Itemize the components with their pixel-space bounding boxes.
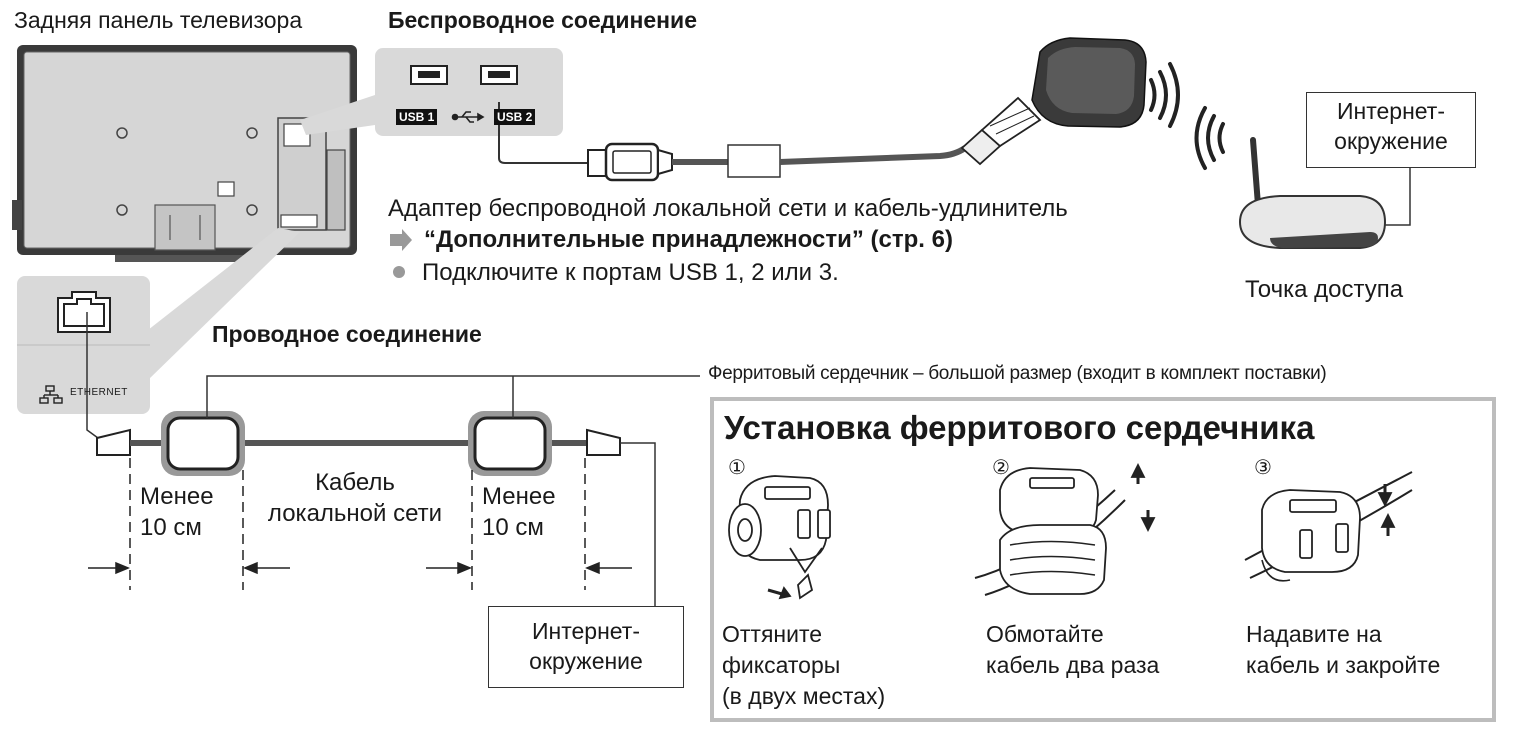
lan-cable-label: Кабель локальной сети [250, 467, 460, 529]
internet-environment-box-top: Интернет- окружение [1306, 92, 1476, 168]
adapter-description: Адаптер беспроводной локальной сети и ка… [388, 195, 1068, 222]
bullet-icon [393, 266, 405, 278]
connect-hint: Подключите к портам USB 1, 2 или 3. [422, 259, 839, 286]
wifi-signal-icon [1149, 62, 1180, 128]
step-3-text: Надавите на кабель и закройте [1246, 619, 1440, 681]
step-3-line1: Надавите на [1246, 621, 1382, 647]
ethernet-port-icon [57, 291, 111, 333]
ferrite-step3-illustration [1244, 471, 1413, 582]
step-2-line1: Обмотайте [986, 621, 1104, 647]
ferrite-callout: Ферритовый сердечник – большой размер (в… [708, 363, 1327, 384]
internet-env-bottom-line2: окружение [529, 647, 643, 674]
wireless-title: Беспроводное соединение [388, 7, 697, 33]
arrow-right-icon [390, 229, 412, 251]
internet-env-line1: Интернет- [1336, 98, 1445, 124]
ferrite-leader-lines [206, 375, 700, 418]
less-right-line1: Менее [482, 483, 556, 510]
step-1-line1: Оттяните [722, 621, 823, 647]
wireless-adapter-assembly [498, 37, 1180, 182]
ferrite-install-title: Установка ферритового сердечника [724, 409, 1315, 446]
step-2-line2: кабель два раза [986, 652, 1160, 679]
wired-title: Проводное соединение [212, 321, 482, 347]
usb1-label: USB 1 [396, 109, 438, 125]
internet-env-line2: окружение [1334, 127, 1448, 154]
internet-env-bottom-line1: Интернет- [531, 618, 640, 644]
less-left-line2: 10 см [140, 514, 202, 542]
lan-cable-line1: Кабель [315, 469, 395, 496]
usb-symbol-icon [451, 111, 485, 123]
ferrite-step1-illustration [728, 475, 831, 600]
accessories-reference: “Дополнительные принадлежности” (стр. 6) [424, 226, 953, 253]
step-2-text: Обмотайте кабель два раза [986, 619, 1159, 681]
lan-cable-line2: локальной сети [267, 500, 443, 528]
ethernet-label: ETHERNET [70, 387, 128, 398]
access-point-label: Точка доступа [1245, 276, 1404, 303]
screw-hole-icon [116, 127, 258, 216]
step-3-number: ③ [1254, 457, 1272, 479]
step-1-text: Оттяните фиксаторы (в двух местах) [722, 619, 885, 712]
access-point [1194, 106, 1411, 249]
tv-back-panel [12, 45, 357, 262]
usb2-label: USB 2 [494, 109, 536, 125]
less-than-right: Менее 10 см [482, 481, 556, 543]
less-right-line2: 10 см [482, 514, 544, 542]
step-1-number: ① [728, 457, 746, 479]
step-2-number: ② [992, 457, 1010, 479]
wifi-signal-icon [1194, 106, 1225, 170]
ferrite-install-panel: Установка ферритового сердечника ① Оттян… [710, 397, 1496, 722]
tv-back-title: Задняя панель телевизора [14, 7, 303, 33]
internet-environment-box-bottom: Интернет- окружение [488, 606, 684, 688]
ferrite-core-right [468, 411, 552, 476]
step-3-line2: кабель и закройте [1246, 652, 1441, 679]
less-left-line1: Менее [140, 483, 214, 510]
step-1-line3: (в двух местах) [722, 683, 886, 710]
ethernet-callout [17, 228, 300, 414]
step-1-line2: фиксаторы [722, 652, 841, 679]
less-than-left: Менее 10 см [140, 481, 214, 543]
network-icon [39, 385, 63, 404]
ferrite-core-left [161, 411, 245, 476]
ferrite-step2-illustration [974, 462, 1156, 596]
dimension-markers [88, 458, 632, 590]
